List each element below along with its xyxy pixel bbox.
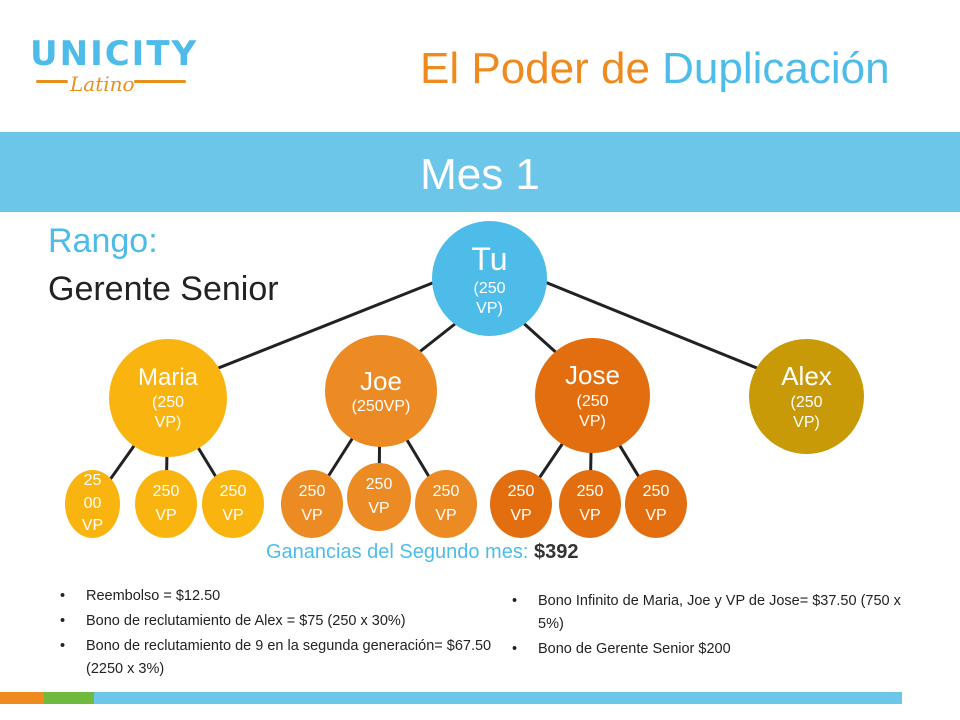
node-jose-vp: (250 VP)	[576, 392, 609, 430]
earnings-amount: $392	[533, 541, 579, 563]
leaf-joe-3: 250 VP	[415, 470, 477, 538]
page-title: El Poder de Duplicación	[420, 44, 890, 94]
leaf-maria-2: 250 VP	[135, 470, 197, 538]
node-jose-name: Jose	[565, 360, 620, 391]
leaf-joe-2-label: 250 VP	[365, 476, 393, 517]
leaf-jose-2: 250 VP	[559, 470, 621, 538]
leaf-jose-2-label: 250 VP	[576, 483, 604, 524]
leaf-joe-1: 250 VP	[281, 470, 343, 538]
title-part-1: El Poder de	[420, 44, 663, 93]
footer-bar-green	[44, 692, 94, 704]
leaf-maria-1: 2500 VP	[65, 470, 120, 538]
logo-swoosh-left	[36, 80, 68, 83]
footer-bar-blue	[94, 692, 902, 704]
leaf-joe-3-label: 250 VP	[432, 483, 460, 524]
unicity-logo: UNICITY Latino	[30, 34, 200, 104]
node-joe: Joe (250VP)	[325, 335, 437, 447]
rank-value: Gerente Senior	[48, 270, 279, 308]
rank-label: Rango:	[48, 222, 158, 260]
logo-brand: UNICITY	[30, 34, 199, 74]
logo-sub: Latino	[70, 72, 135, 96]
footer-bar-orange	[0, 692, 44, 704]
leaf-jose-3-label: 250 VP	[642, 483, 670, 524]
node-maria-name: Maria	[137, 364, 198, 391]
node-joe-vp: (250VP)	[351, 398, 411, 416]
node-alex: Alex (250 VP)	[749, 339, 864, 454]
leaf-joe-2: 250 VP	[347, 463, 411, 531]
leaf-maria-1-label: 2500 VP	[81, 472, 104, 535]
node-maria: Maria (250 VP)	[109, 339, 227, 457]
node-joe-name: Joe	[360, 365, 402, 396]
leaf-jose-1: 250 VP	[490, 470, 552, 538]
leaf-maria-2-label: 250 VP	[152, 483, 180, 524]
leaf-joe-1-label: 250 VP	[298, 483, 326, 524]
bullet-item: Bono de Gerente Senior $200	[508, 638, 908, 661]
bullet-item: Bono Infinito de Maria, Joe y VP de Jose…	[508, 590, 908, 636]
title-part-2: Duplicación	[662, 44, 890, 93]
node-maria-vp: (250 VP)	[151, 394, 185, 431]
bullet-item: Bono de reclutamiento de 9 en la segunda…	[56, 635, 506, 681]
node-alex-name: Alex	[781, 361, 832, 392]
bullet-item: Reembolso = $12.50	[56, 585, 506, 608]
bullet-item: Bono de reclutamiento de Alex = $75 (250…	[56, 610, 506, 633]
leaf-jose-1-label: 250 VP	[507, 483, 535, 524]
node-jose: Jose (250 VP)	[535, 338, 650, 453]
leaf-maria-3-label: 250 VP	[219, 483, 247, 524]
leaf-maria-3: 250 VP	[202, 470, 264, 538]
logo-swoosh-right	[134, 80, 186, 83]
earnings-line: Ganancias del Segundo mes: $392	[266, 541, 578, 564]
leaf-jose-3: 250 VP	[625, 470, 687, 538]
month-title: Mes 1	[420, 150, 540, 199]
bullets-right: Bono Infinito de Maria, Joe y VP de Jose…	[508, 590, 908, 663]
node-root-name: Tu	[471, 240, 508, 277]
node-root: Tu (250 VP)	[432, 221, 547, 336]
month-band	[0, 132, 960, 212]
earnings-label: Ganancias del Segundo mes	[266, 541, 523, 563]
earnings-colon: :	[522, 541, 534, 563]
bullets-left: Reembolso = $12.50 Bono de reclutamiento…	[56, 585, 506, 683]
node-root-vp: (250 VP)	[473, 279, 506, 317]
node-alex-vp: (250 VP)	[790, 393, 823, 431]
